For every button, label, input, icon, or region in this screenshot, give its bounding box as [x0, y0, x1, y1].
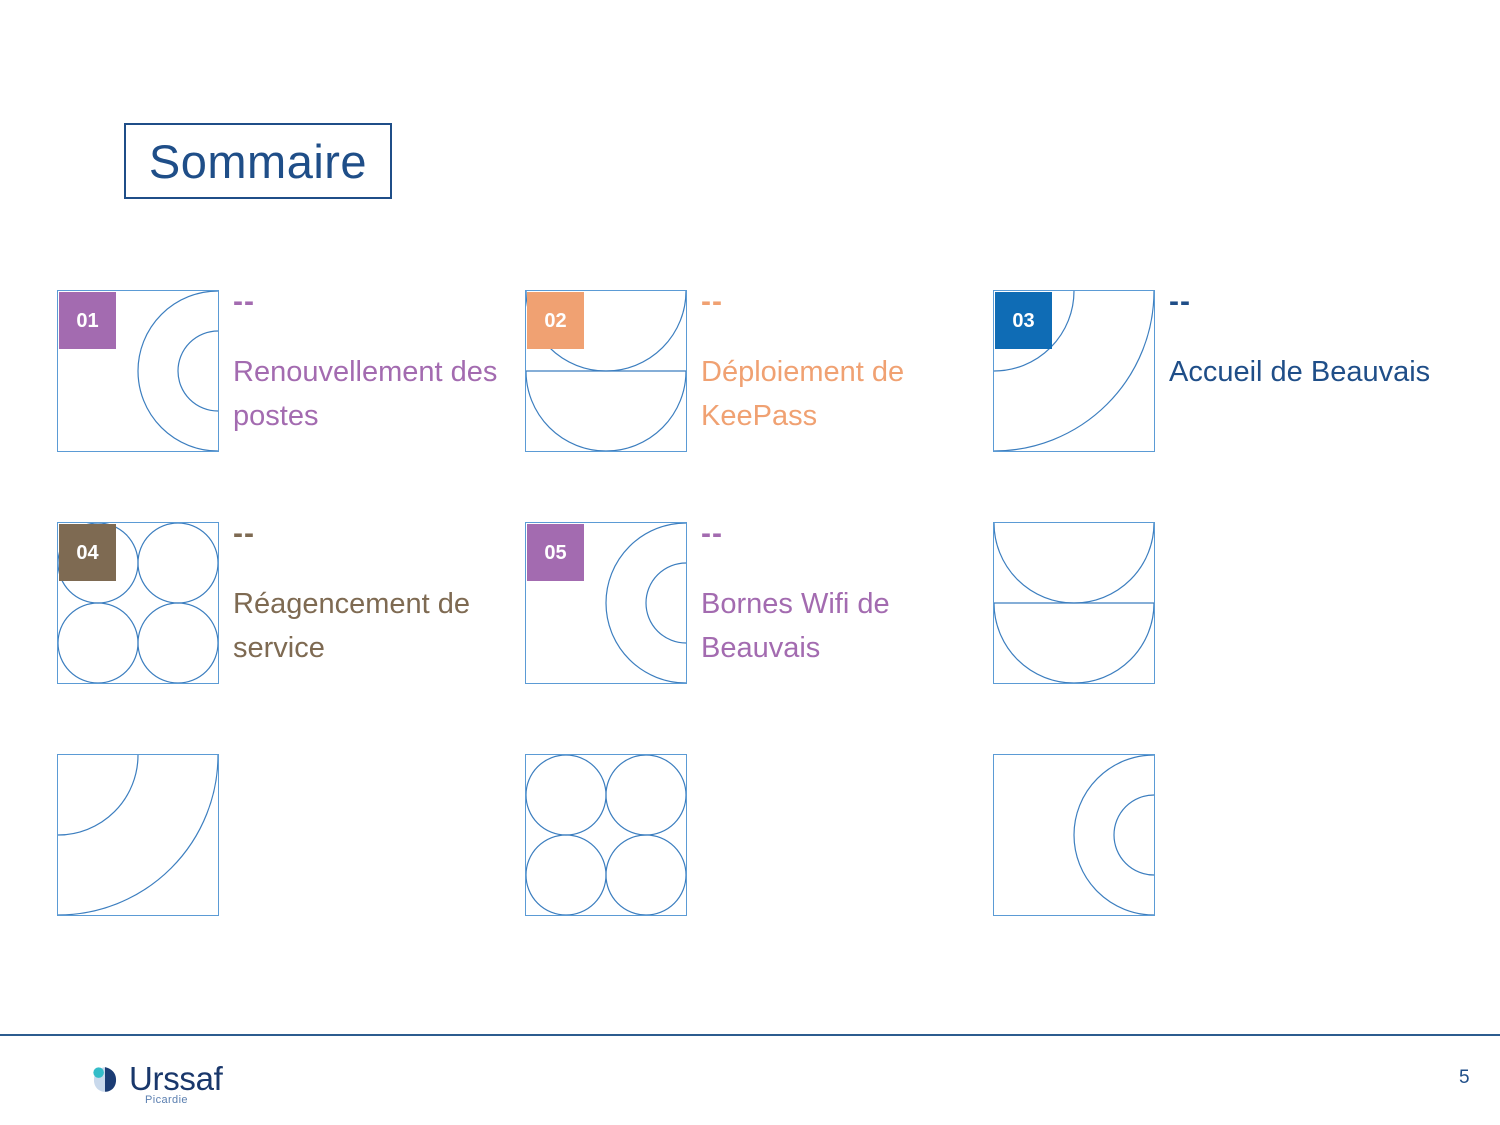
summary-item-number-badge: 01: [59, 292, 116, 349]
summary-item-icon-wrap: 04: [57, 522, 219, 684]
four-circles-icon: [525, 754, 687, 916]
summary-item[interactable]: 03 -- Accueil de Beauvais: [993, 285, 1463, 490]
summary-item-icon-wrap: [993, 522, 1155, 684]
page-title: Sommaire: [148, 134, 368, 188]
page-number: 5: [1459, 1067, 1470, 1088]
logo-region: Picardie: [145, 1094, 188, 1106]
summary-item-icon-wrap: 02: [525, 290, 687, 452]
summary-item-title[interactable]: Bornes Wifi de Beauvais: [701, 588, 890, 664]
urssaf-logo: Urssaf Picardie: [88, 1060, 223, 1106]
summary-item[interactable]: 04 -- Réagencement de service: [57, 517, 527, 722]
summary-item-dashes: --: [701, 285, 723, 318]
summary-item-text: -- Réagencement de service: [233, 517, 527, 670]
summary-item-icon-wrap: 05: [525, 522, 687, 684]
summary-item[interactable]: 01 -- Renouvellement des postes: [57, 285, 527, 490]
summary-item-number-badge: 04: [59, 524, 116, 581]
page-title-box: Sommaire: [124, 123, 392, 199]
summary-item-title[interactable]: Réagencement de service: [233, 588, 470, 664]
summary-item-number-badge: 03: [995, 292, 1052, 349]
summary-item-text: -- Déploiement de KeePass: [701, 285, 995, 438]
quarter-circles-topleft-icon: [57, 754, 219, 916]
summary-item-icon-wrap: 01: [57, 290, 219, 452]
summary-item-dashes: --: [701, 517, 723, 550]
concentric-semicircles-left-icon: [993, 754, 1155, 916]
summary-item-text: -- Accueil de Beauvais: [1169, 285, 1463, 394]
summary-item-icon-wrap: [993, 754, 1155, 916]
summary-item-dashes: --: [233, 517, 255, 550]
summary-item-dashes: --: [1169, 285, 1191, 318]
summary-item[interactable]: [525, 754, 995, 954]
summary-item[interactable]: 05 -- Bornes Wifi de Beauvais: [525, 517, 995, 722]
summary-item[interactable]: [993, 522, 1463, 722]
summary-item-icon-wrap: [525, 754, 687, 916]
double-arch-down-icon: [525, 290, 687, 452]
summary-item-title[interactable]: Accueil de Beauvais: [1169, 356, 1431, 388]
summary-item-text: -- Bornes Wifi de Beauvais: [701, 517, 995, 670]
logo-wordmark: Urssaf: [129, 1060, 223, 1097]
summary-item[interactable]: 02 -- Déploiement de KeePass: [525, 285, 995, 490]
summary-item-text: -- Renouvellement des postes: [233, 285, 527, 438]
urssaf-leaf-logo-icon: [93, 1067, 117, 1092]
footer-divider: [0, 1034, 1500, 1036]
summary-item-title[interactable]: Déploiement de KeePass: [701, 356, 905, 432]
summary-item-number-badge: 02: [527, 292, 584, 349]
summary-item-title[interactable]: Renouvellement des postes: [233, 356, 498, 432]
summary-item-icon-wrap: 03: [993, 290, 1155, 452]
summary-item-dashes: --: [233, 285, 255, 318]
double-arch-down-icon: [993, 522, 1155, 684]
summary-item[interactable]: [57, 754, 527, 954]
summary-item-number-badge: 05: [527, 524, 584, 581]
summary-item-icon-wrap: [57, 754, 219, 916]
summary-item[interactable]: [993, 754, 1463, 954]
